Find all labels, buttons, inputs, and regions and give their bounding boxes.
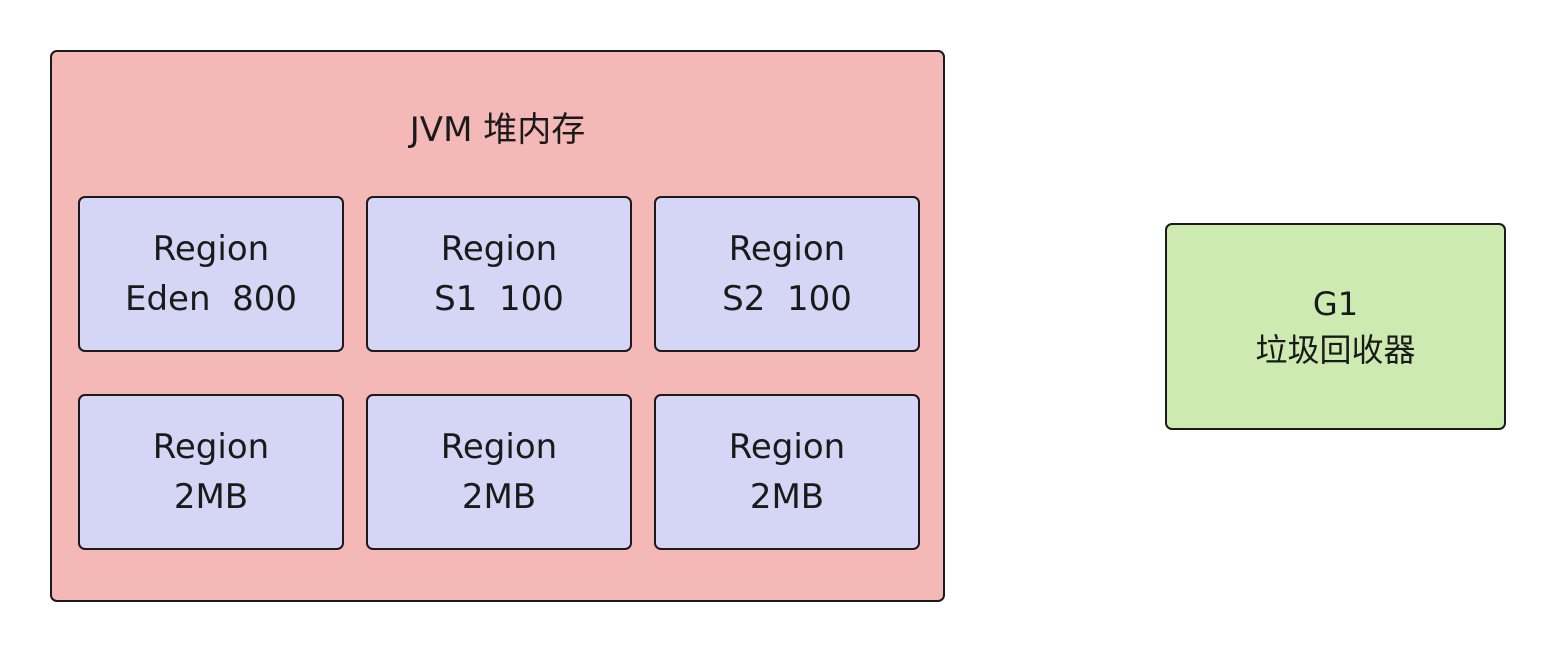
region-label: Region (440, 229, 558, 269)
region-2mb-3: Region 2MB (654, 394, 920, 550)
region-detail: Eden 800 (124, 279, 298, 319)
collector-name: G1 (1312, 284, 1359, 323)
region-2mb-1: Region 2MB (78, 394, 344, 550)
region-detail: S1 100 (434, 279, 564, 319)
region-s1: Region S1 100 (366, 196, 632, 352)
region-label: Region (440, 427, 558, 467)
region-detail: 2MB (749, 477, 825, 517)
region-eden: Region Eden 800 (78, 196, 344, 352)
region-2mb-2: Region 2MB (366, 394, 632, 550)
region-label: Region (728, 229, 846, 269)
g1-collector-box: G1 垃圾回收器 (1165, 223, 1506, 430)
collector-label: 垃圾回收器 (1255, 330, 1416, 369)
region-detail: S2 100 (722, 279, 852, 319)
heap-title: JVM 堆内存 (409, 110, 586, 150)
region-detail: 2MB (173, 477, 249, 517)
region-s2: Region S2 100 (654, 196, 920, 352)
region-detail: 2MB (461, 477, 537, 517)
region-label: Region (152, 229, 270, 269)
region-label: Region (728, 427, 846, 467)
region-label: Region (152, 427, 270, 467)
